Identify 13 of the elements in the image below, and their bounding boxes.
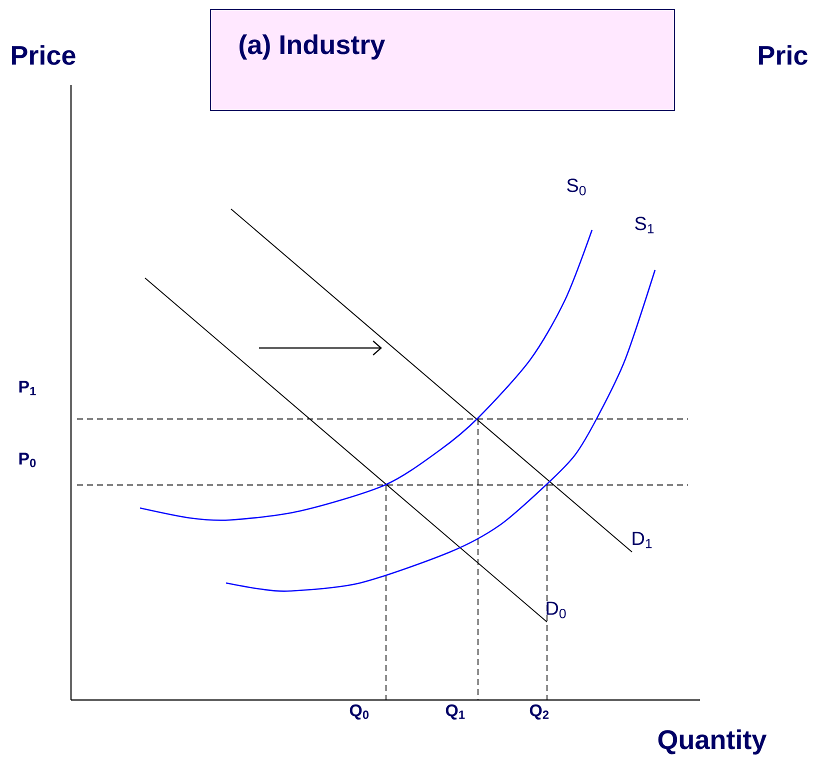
curve-label: S$_{0}$ — [567, 178, 586, 196]
axis-title: Pric — [759, 45, 808, 65]
tick-label: Q$_{0}$ — [350, 704, 369, 720]
tick-label: Q$_{2}$ — [530, 704, 549, 720]
curve-label: S$_{1}$ — [635, 216, 654, 234]
title-box: (a) Industry — [210, 9, 675, 111]
tick-label: P$_{1}$ — [19, 380, 36, 396]
tick-label: Q$_{1}$ — [446, 704, 465, 720]
curve-label: D$_{0}$ — [546, 602, 566, 618]
curve-label: D$_{1}$ — [632, 532, 652, 548]
axis-title: Quantity — [658, 729, 767, 755]
tick-label: P$_{0}$ — [19, 452, 36, 468]
axis-title: Price — [12, 45, 76, 65]
